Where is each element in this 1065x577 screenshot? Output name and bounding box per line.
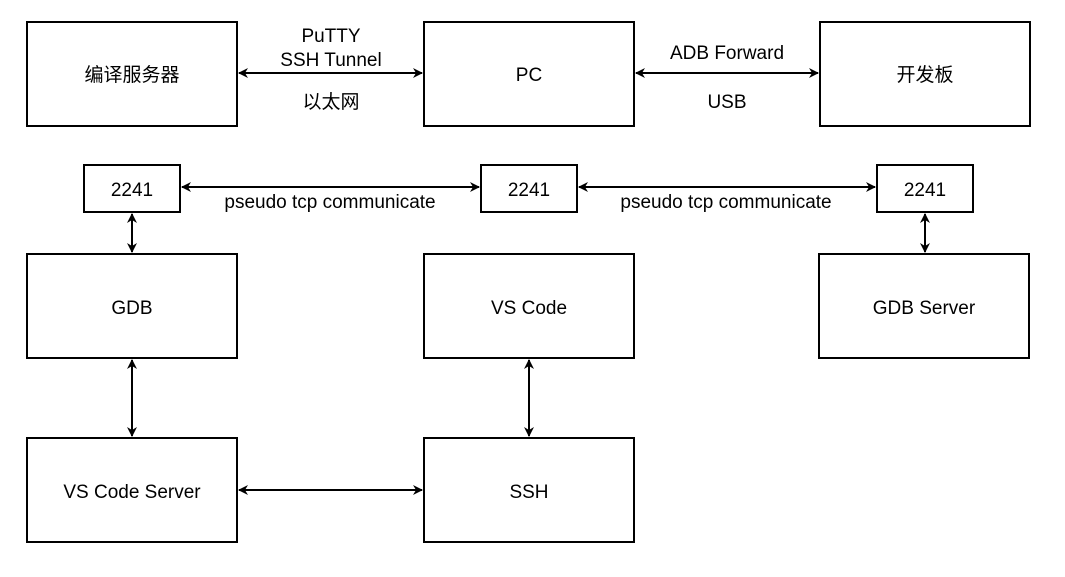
edge-pc-board-label-above: ADB Forward xyxy=(670,43,784,64)
node-gdb-server: GDB Server xyxy=(818,253,1030,359)
node-vscode: VS Code xyxy=(423,253,635,359)
node-dev-board-label: 开发板 xyxy=(896,64,953,86)
node-dev-board: 开发板 xyxy=(819,21,1031,127)
node-ssh: SSH xyxy=(423,437,635,543)
node-port-right-label: 2241 xyxy=(904,180,946,201)
node-port-left-label: 2241 xyxy=(111,180,153,201)
node-gdb-server-label: GDB Server xyxy=(873,298,976,319)
node-vscode-server-label: VS Code Server xyxy=(63,482,201,503)
edge-server-pc-label-below: 以太网 xyxy=(302,91,359,113)
node-build-server: 编译服务器 xyxy=(26,21,238,127)
node-gdb: GDB xyxy=(26,253,238,359)
node-vscode-label: VS Code xyxy=(491,298,567,319)
edge-server-pc-label-2: SSH Tunnel xyxy=(280,50,381,71)
node-pc: PC xyxy=(423,21,635,127)
node-pc-label: PC xyxy=(516,65,542,86)
edge-port-left-mid-label: pseudo tcp communicate xyxy=(224,192,435,213)
node-ssh-label: SSH xyxy=(509,482,548,503)
node-port-mid-label: 2241 xyxy=(508,180,550,201)
node-port-mid: 2241 xyxy=(480,164,578,213)
node-gdb-label: GDB xyxy=(111,298,152,319)
node-build-server-label: 编译服务器 xyxy=(84,64,179,86)
edge-pc-board-label-below: USB xyxy=(707,92,746,113)
node-vscode-server: VS Code Server xyxy=(26,437,238,543)
node-port-left: 2241 xyxy=(83,164,181,213)
edge-port-mid-right-label: pseudo tcp communicate xyxy=(620,192,831,213)
node-port-right: 2241 xyxy=(876,164,974,213)
edge-server-pc-label-1: PuTTY xyxy=(301,26,360,47)
